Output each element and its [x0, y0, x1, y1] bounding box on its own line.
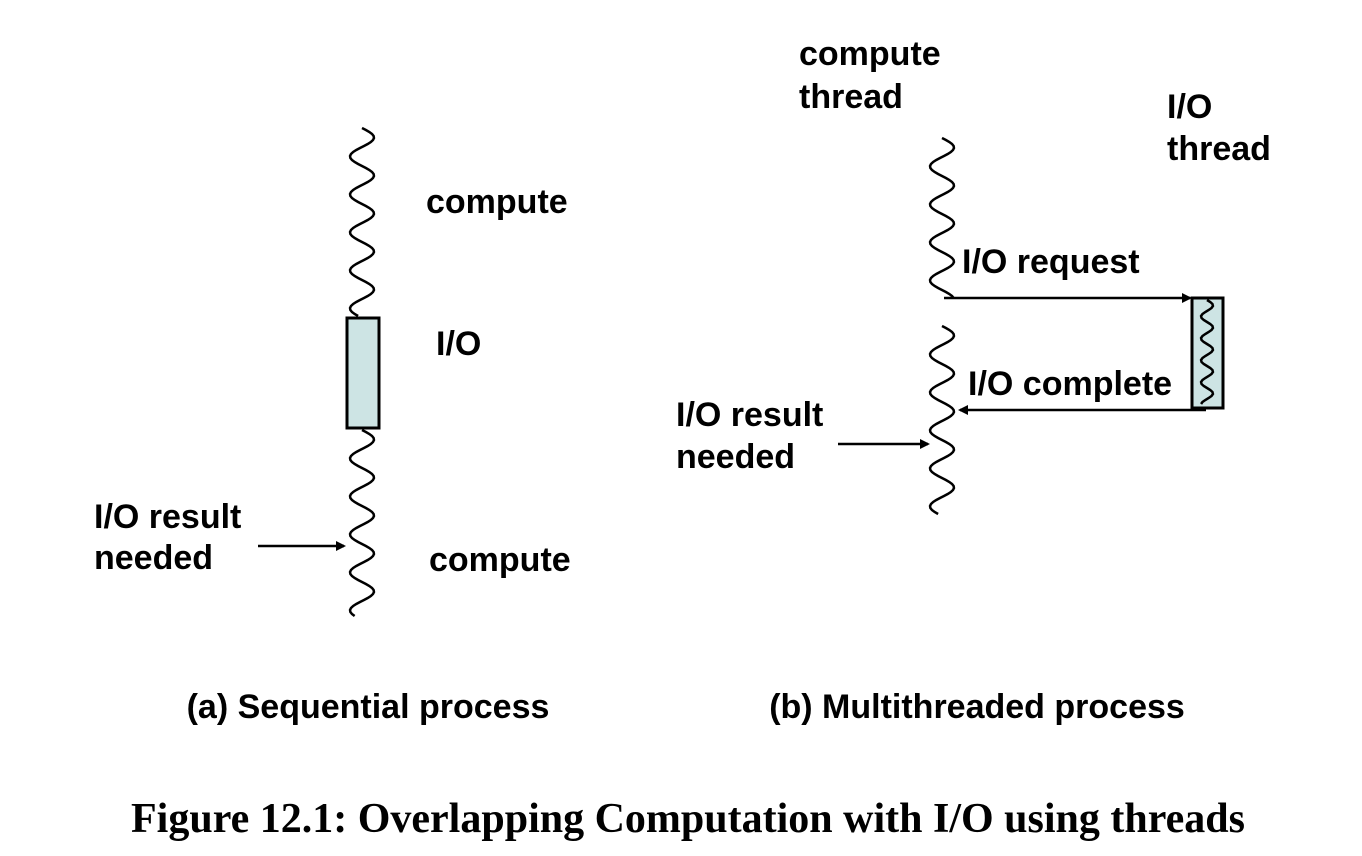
compute-wave-bottom [348, 428, 376, 618]
io-block [345, 316, 381, 430]
subtitle-sequential: (a) Sequential process [187, 688, 550, 726]
sequential-process-diagram: compute I/O I/O result needed compute (a… [94, 126, 571, 726]
figure-caption: Figure 12.1: Overlapping Computation wit… [131, 796, 1245, 842]
label-compute-top: compute [426, 183, 568, 221]
label-io: I/O [436, 325, 481, 363]
compute-thread-wave-bottom [928, 324, 956, 516]
compute-thread-wave-top [928, 136, 956, 299]
label-io-result-line2-mt: needed [676, 438, 795, 476]
label-io-thread-line2: thread [1167, 130, 1271, 168]
label-io-request: I/O request [962, 243, 1140, 281]
io-thread-block [1190, 296, 1225, 410]
compute-wave-top [348, 126, 376, 318]
label-io-result-line1: I/O result [94, 498, 241, 536]
io-thread-wave [1199, 298, 1215, 405]
subtitle-multithreaded: (b) Multithreaded process [769, 688, 1185, 726]
label-io-thread-line1: I/O [1167, 88, 1212, 126]
label-compute-bottom: compute [429, 541, 571, 579]
label-io-result-line1-mt: I/O result [676, 396, 823, 434]
label-compute-thread-line2: thread [799, 78, 903, 116]
label-io-result-line2: needed [94, 539, 213, 577]
label-compute-thread-line1: compute [799, 35, 941, 73]
multithreaded-process-diagram: compute thread I/O thread I/O request I/… [676, 35, 1271, 726]
label-io-complete: I/O complete [968, 365, 1172, 403]
